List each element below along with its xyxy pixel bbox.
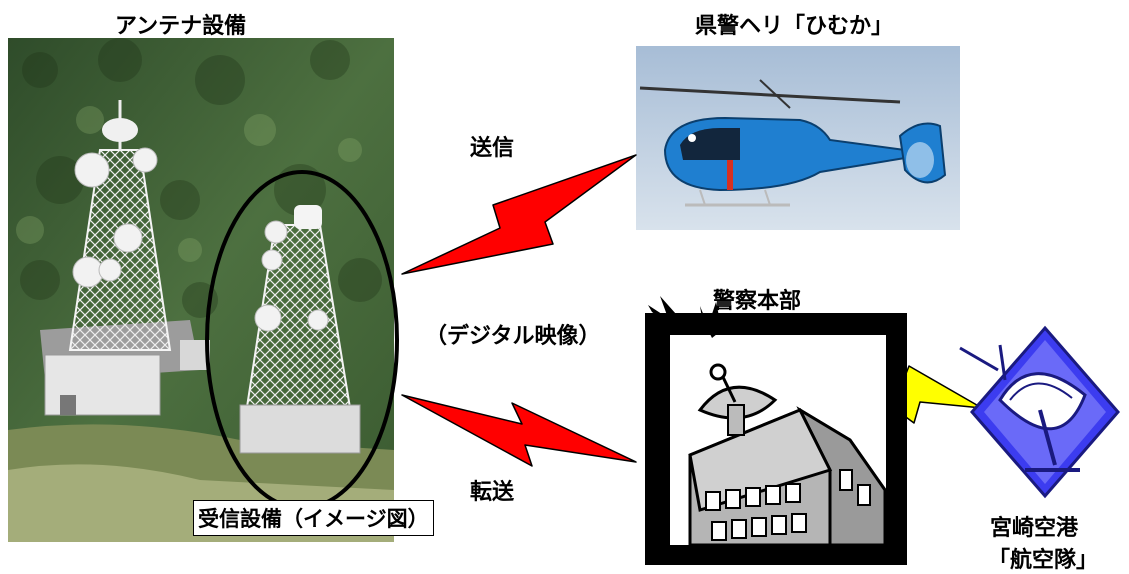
transfer-label: 転送	[470, 480, 515, 505]
send-label: 送信	[470, 136, 515, 161]
antenna-title: アンテナ設備	[115, 14, 247, 39]
airport-name-label: 宮崎空港	[990, 516, 1079, 541]
digital-video-label: （デジタル映像）	[425, 324, 601, 349]
transfer-signal-bolt	[401, 394, 637, 467]
antenna-photo	[8, 38, 399, 542]
send-signal-bolt	[401, 154, 637, 275]
police-hq-label: 警察本部	[713, 289, 802, 314]
helicopter-photo	[636, 46, 960, 230]
left-tower	[68, 100, 172, 351]
police-hq-building-icon	[645, 296, 907, 565]
airport-dish-icon	[959, 325, 1120, 499]
receiver-caption: 受信設備（イメージ図）	[193, 500, 434, 536]
receiver-tower	[239, 205, 361, 454]
helicopter-title: 県警ヘリ「ひむか」	[695, 14, 894, 39]
airport-unit-label: 「航空隊」	[988, 548, 1099, 573]
